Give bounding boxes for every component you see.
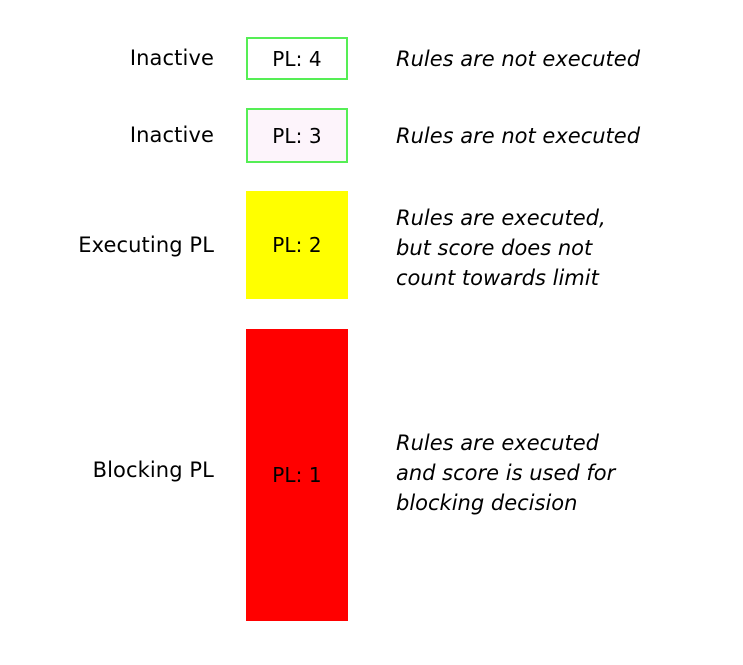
pl-box-label-pl4: PL: 4 [272,46,322,71]
description-line: count towards limit [396,266,599,290]
description-pl4: Rules are not executed [396,44,736,74]
pl-box-label-pl2: PL: 2 [272,233,322,257]
pl-box-label-pl3: PL: 3 [272,123,322,148]
diagram-row-pl4: Inactive PL: 4 Rules are not executed [0,37,743,80]
pl-box-pl3: PL: 3 [246,108,348,163]
description-pl2: Rules are executed, but score does not c… [396,203,736,293]
pl-box-pl4: PL: 4 [246,37,348,80]
description-line: Rules are not executed [396,47,641,71]
description-line: Rules are not executed [396,124,641,148]
description-line: Rules are executed, [396,206,606,230]
description-pl1: Rules are executed and score is used for… [396,428,736,518]
description-line: and score is used for [396,461,616,485]
description-line: blocking decision [396,491,578,515]
diagram-row-pl1: Blocking PL PL: 1 Rules are executed and… [0,329,743,621]
diagram-row-pl2: Executing PL PL: 2 Rules are executed, b… [0,191,743,299]
description-pl3: Rules are not executed [396,121,736,151]
pl-box-pl2: PL: 2 [246,191,348,299]
state-label-pl3: Inactive [129,123,214,147]
state-label-pl4: Inactive [129,46,214,70]
state-label-pl1: Blocking PL [92,458,214,482]
diagram-row-pl3: Inactive PL: 3 Rules are not executed [0,108,743,163]
description-line: Rules are executed [396,431,599,455]
pl-box-label-pl1: PL: 1 [272,463,322,487]
pl-box-pl1: PL: 1 [246,329,348,621]
description-line: but score does not [396,236,593,260]
state-label-pl2: Executing PL [78,233,214,257]
